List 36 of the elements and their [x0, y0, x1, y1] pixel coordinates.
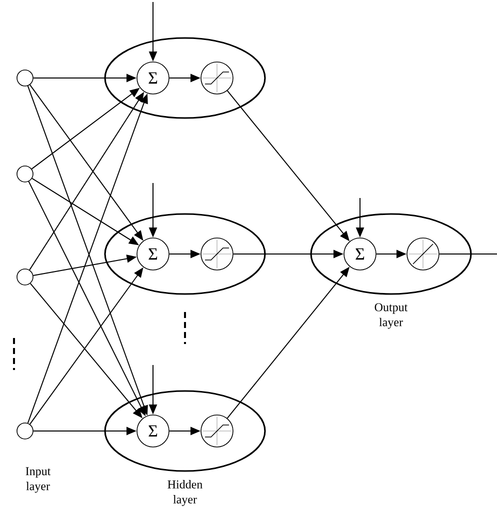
arrow [168, 74, 200, 82]
activation-circle [406, 238, 440, 270]
arrow [32, 254, 137, 276]
arrow [31, 88, 140, 170]
input-neuron-circle [16, 70, 34, 86]
arrow [226, 266, 350, 419]
neuron-ellipse [310, 213, 472, 295]
arrow [29, 267, 144, 425]
neuron-ellipse [104, 37, 266, 119]
input-neuron-circle [16, 422, 34, 440]
arrow [29, 84, 144, 241]
arrow [32, 426, 136, 436]
activation-circle [200, 62, 234, 94]
input-neuron-circle [16, 268, 34, 286]
arrow [148, 364, 158, 414]
arrow [356, 198, 364, 238]
arrow [148, 182, 158, 238]
arrow [168, 250, 200, 258]
activation-circle [200, 238, 234, 270]
activation-circle [200, 414, 234, 448]
arrow [28, 181, 146, 416]
arrow [148, 2, 158, 62]
layer-caption: Output layer [374, 303, 408, 329]
layer-caption: Hidden layer [168, 480, 202, 506]
arrow [232, 250, 344, 258]
arrow [30, 282, 142, 418]
arrow [168, 426, 200, 436]
arrow [32, 178, 139, 246]
input-neuron-circle [16, 166, 34, 182]
layer-caption: Input layer [26, 467, 51, 493]
neuron-ellipse [104, 213, 266, 295]
arrow [32, 74, 136, 82]
arrow [29, 92, 144, 270]
arrow [226, 90, 350, 242]
neuron-ellipse [104, 390, 266, 472]
arrow [376, 250, 406, 258]
